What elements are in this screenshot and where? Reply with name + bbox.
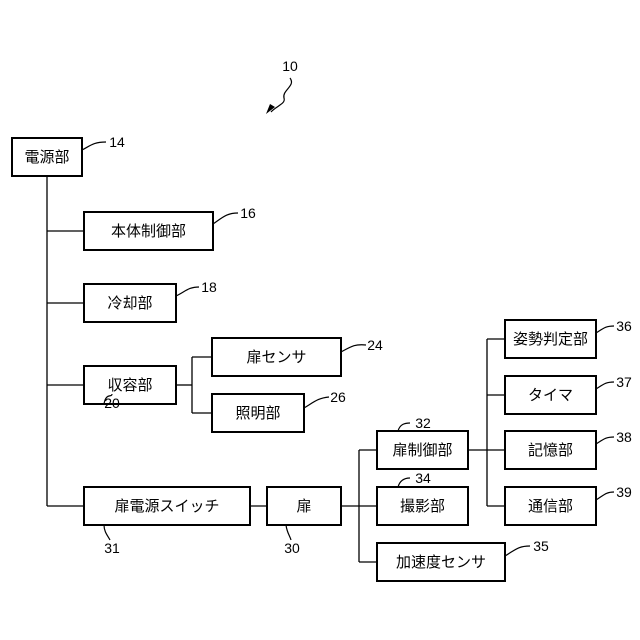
ref-26: 26 bbox=[330, 389, 346, 405]
block-memory-label: 記憶部 bbox=[528, 441, 573, 459]
ref-30: 30 bbox=[284, 540, 300, 556]
block-cooling: 冷却部 bbox=[84, 284, 176, 322]
figure-ref-label: 10 bbox=[282, 58, 298, 74]
block-door: 扉 bbox=[267, 487, 341, 525]
block-door-control-label: 扉制御部 bbox=[392, 441, 452, 459]
block-communication-label: 通信部 bbox=[528, 497, 573, 515]
ref-36: 36 bbox=[616, 318, 632, 334]
block-power-unit-label: 電源部 bbox=[24, 148, 69, 166]
block-timer: タイマ bbox=[505, 376, 596, 414]
block-door-power-switch: 扉電源スイッチ bbox=[84, 487, 250, 525]
block-door-sensor: 扉センサ bbox=[212, 338, 341, 376]
ref-31: 31 bbox=[104, 540, 120, 556]
block-accel-sensor: 加速度センサ bbox=[377, 543, 505, 581]
block-main-control-label: 本体制御部 bbox=[111, 222, 186, 240]
block-lighting-label: 照明部 bbox=[235, 404, 280, 422]
ref-20: 20 bbox=[104, 395, 120, 411]
ref-38: 38 bbox=[616, 429, 632, 445]
block-storage-label: 収容部 bbox=[107, 376, 152, 394]
ref-16: 16 bbox=[240, 205, 256, 221]
ref-18: 18 bbox=[201, 279, 217, 295]
block-door-sensor-label: 扉センサ bbox=[246, 348, 306, 366]
ref-24: 24 bbox=[367, 337, 383, 353]
ref-32: 32 bbox=[415, 415, 431, 431]
block-posture-judge: 姿勢判定部 bbox=[505, 320, 596, 358]
block-posture-judge-label: 姿勢判定部 bbox=[513, 330, 588, 348]
block-main-control: 本体制御部 bbox=[84, 212, 213, 250]
block-cooling-label: 冷却部 bbox=[107, 294, 152, 312]
ref-37: 37 bbox=[616, 374, 632, 390]
block-power-unit: 電源部 bbox=[12, 138, 82, 176]
block-door-label: 扉 bbox=[296, 497, 311, 515]
block-imaging: 撮影部 bbox=[377, 487, 468, 525]
ref-14: 14 bbox=[109, 134, 125, 150]
ref-34: 34 bbox=[415, 470, 431, 486]
block-imaging-label: 撮影部 bbox=[400, 497, 445, 515]
block-lighting: 照明部 bbox=[212, 394, 304, 432]
block-communication: 通信部 bbox=[505, 487, 596, 525]
block-storage: 収容部 bbox=[84, 366, 176, 404]
block-accel-sensor-label: 加速度センサ bbox=[396, 553, 486, 571]
block-memory: 記憶部 bbox=[505, 431, 596, 469]
block-timer-label: タイマ bbox=[528, 386, 573, 404]
ref-39: 39 bbox=[616, 484, 632, 500]
block-door-power-switch-label: 扉電源スイッチ bbox=[114, 497, 219, 515]
ref-35: 35 bbox=[533, 538, 549, 554]
block-door-control: 扉制御部 bbox=[377, 431, 468, 469]
